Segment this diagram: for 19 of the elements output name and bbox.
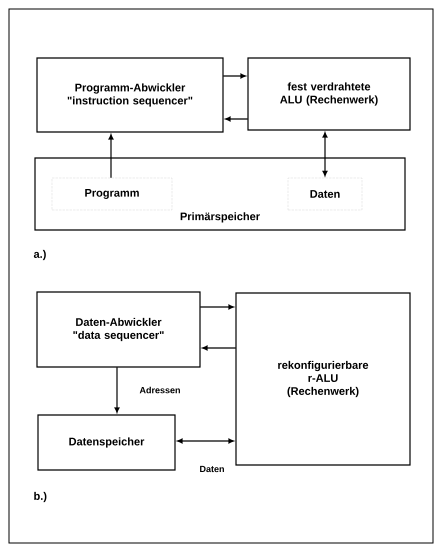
edge-label: Adressen	[138, 386, 182, 394]
memory-region: Programm	[52, 178, 172, 210]
process-box: rekonfigurierbare r-ALU (Rechenwerk)	[235, 292, 411, 466]
arrow	[108, 134, 114, 178]
arrow	[202, 346, 236, 350]
panel-label: a.)	[34, 250, 46, 260]
edge-label: Daten	[198, 464, 226, 474]
arrow	[200, 304, 234, 310]
arrow	[224, 74, 246, 78]
memory-region: Daten	[288, 178, 362, 210]
arrow	[177, 438, 234, 444]
arrow	[225, 116, 248, 122]
process-box: Daten-Abwickler "data sequencer"	[36, 291, 201, 368]
arrow	[114, 368, 120, 413]
process-box: Programm-Abwickler "instruction sequencer"	[36, 57, 224, 133]
process-box: Datenspeicher	[37, 414, 176, 471]
process-box: fest verdrahtete ALU (Rechenwerk)	[247, 57, 411, 131]
arrow	[322, 132, 328, 176]
panel-label: b.)	[34, 492, 46, 502]
